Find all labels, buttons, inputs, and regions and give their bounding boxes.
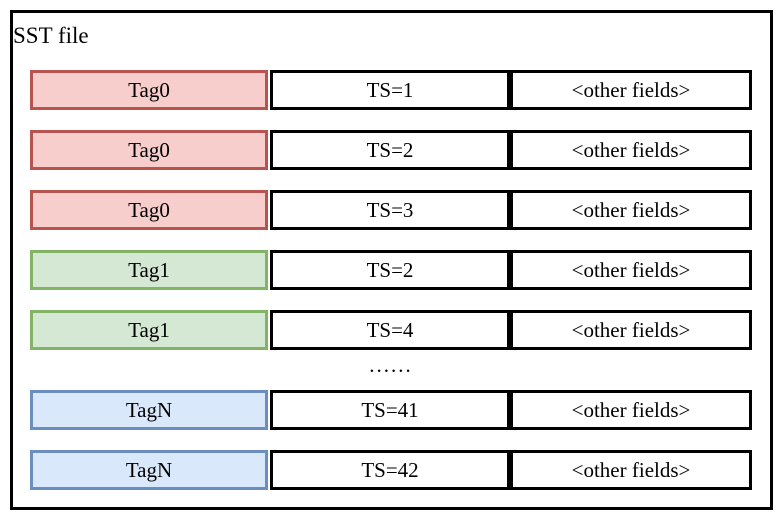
timestamp-cell: TS=2 bbox=[270, 250, 510, 290]
timestamp-cell: TS=3 bbox=[270, 190, 510, 230]
record-row: Tag1 TS=2 <other fields> bbox=[30, 250, 752, 290]
timestamp-cell: TS=41 bbox=[270, 390, 510, 430]
record-row: Tag0 TS=2 <other fields> bbox=[30, 130, 752, 170]
tag-cell: Tag0 bbox=[30, 130, 268, 170]
other-fields-cell: <other fields> bbox=[510, 310, 752, 350]
other-fields-cell: <other fields> bbox=[510, 130, 752, 170]
tag-cell: Tag1 bbox=[30, 250, 268, 290]
record-row: TagN TS=41 <other fields> bbox=[30, 390, 752, 430]
other-fields-cell: <other fields> bbox=[510, 450, 752, 490]
tag-cell: TagN bbox=[30, 390, 268, 430]
tag-cell: Tag1 bbox=[30, 310, 268, 350]
timestamp-cell: TS=4 bbox=[270, 310, 510, 350]
record-row: Tag1 TS=4 <other fields> bbox=[30, 310, 752, 350]
record-rows: Tag0 TS=1 <other fields> Tag0 TS=2 <othe… bbox=[30, 70, 752, 510]
record-row: Tag0 TS=1 <other fields> bbox=[30, 70, 752, 110]
timestamp-cell: TS=42 bbox=[270, 450, 510, 490]
other-fields-cell: <other fields> bbox=[510, 190, 752, 230]
tag-cell: Tag0 bbox=[30, 70, 268, 110]
other-fields-cell: <other fields> bbox=[510, 70, 752, 110]
record-row: TagN TS=42 <other fields> bbox=[30, 450, 752, 490]
other-fields-cell: <other fields> bbox=[510, 390, 752, 430]
timestamp-cell: TS=2 bbox=[270, 130, 510, 170]
timestamp-cell: TS=1 bbox=[270, 70, 510, 110]
sst-file-title: SST file bbox=[13, 23, 89, 48]
tag-cell: Tag0 bbox=[30, 190, 268, 230]
other-fields-cell: <other fields> bbox=[510, 250, 752, 290]
ellipsis-row: ...... bbox=[369, 353, 413, 377]
tag-cell: TagN bbox=[30, 450, 268, 490]
sst-file-container: SST file Tag0 TS=1 <other fields> Tag0 T… bbox=[10, 10, 773, 510]
record-row: Tag0 TS=3 <other fields> bbox=[30, 190, 752, 230]
